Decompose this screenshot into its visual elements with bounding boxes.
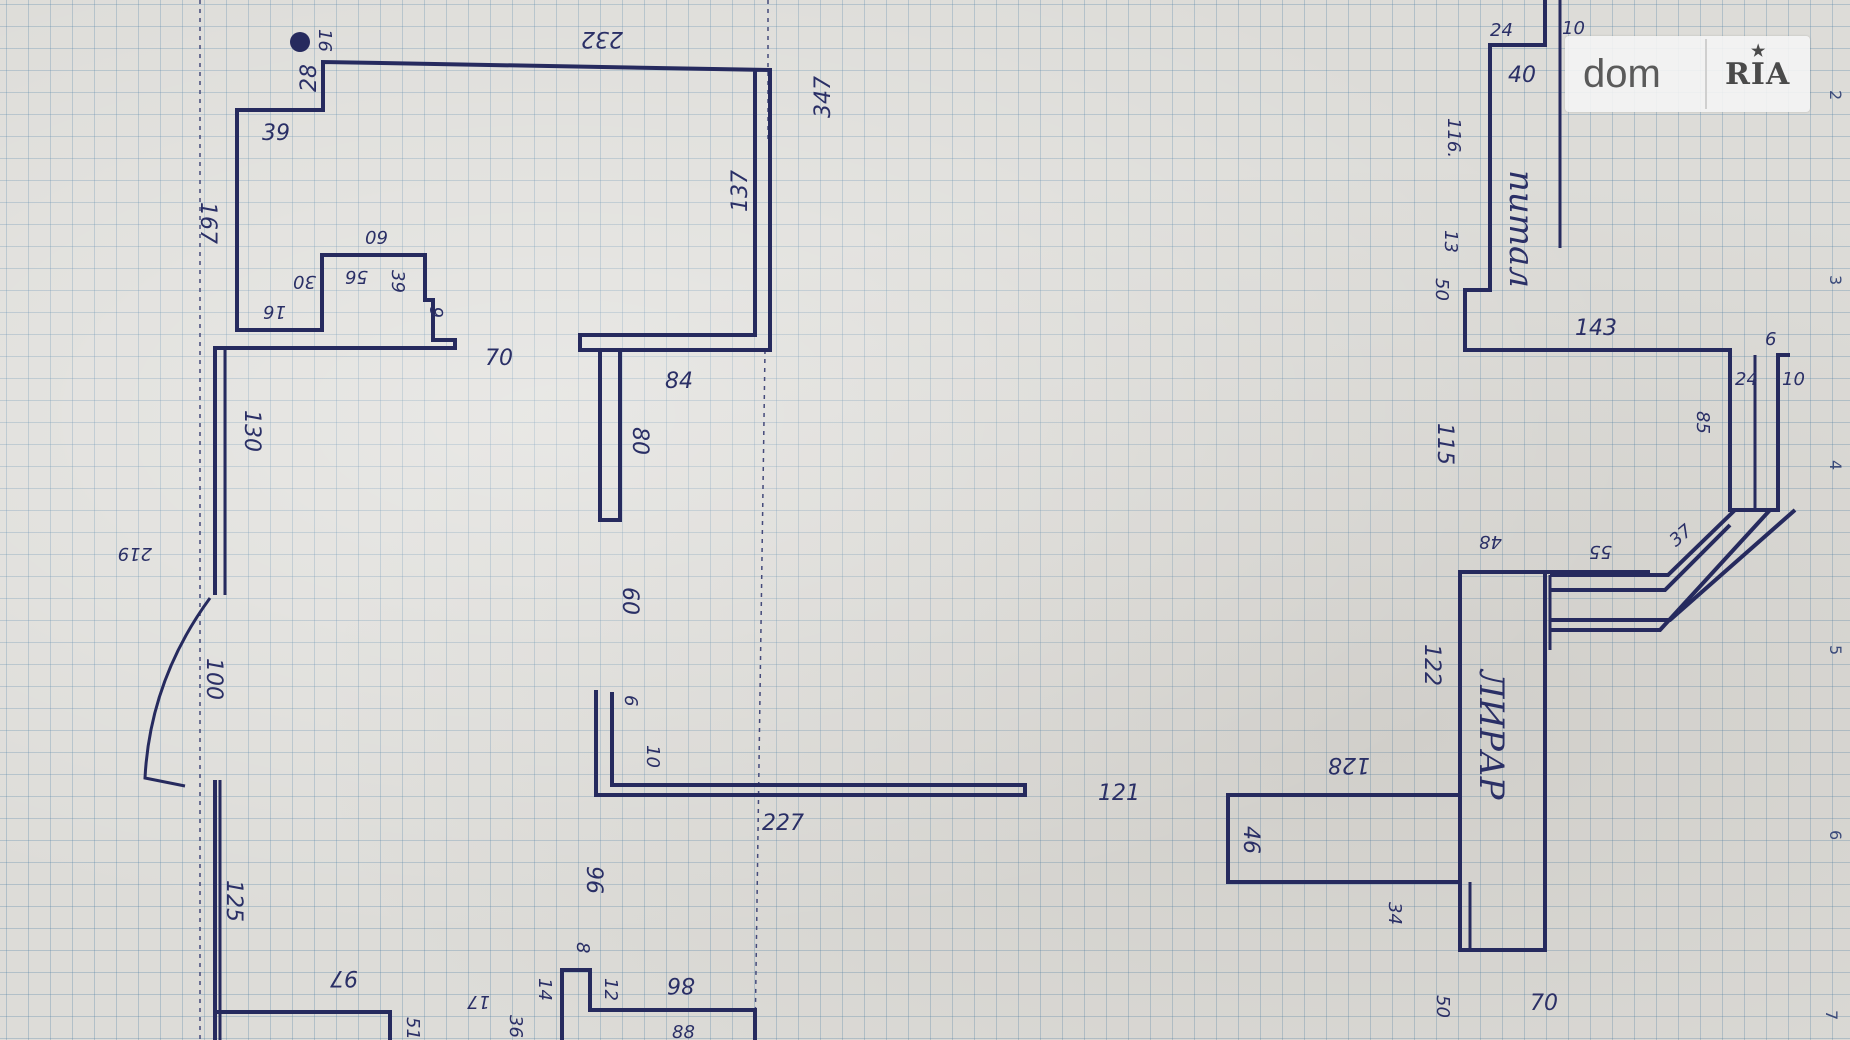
wall-bathroom <box>1463 0 1732 372</box>
wall-bottom-mid <box>560 968 757 1040</box>
dim-50b: 50 <box>1432 995 1453 1018</box>
room-label-kitchen: ЛИРАР <box>1471 668 1511 801</box>
dim-60b: 60 <box>617 587 642 615</box>
dim-46: 46 <box>1238 826 1263 854</box>
dim-70b: 70 <box>1530 991 1558 1016</box>
dim-96: 96 <box>581 866 606 894</box>
dim-40: 40 <box>1508 63 1536 88</box>
dim-84: 84 <box>665 369 693 394</box>
dim-50: 50 <box>1431 278 1452 301</box>
dim-10b: 10 <box>1562 18 1585 39</box>
dim-16: 16 <box>314 29 335 52</box>
watermark-ria-text: ★ RIA <box>1707 41 1791 92</box>
ruler-mark-5: 5 <box>1826 645 1845 655</box>
dim-37: 37 <box>1665 520 1696 551</box>
dim-85: 85 <box>1692 411 1713 434</box>
domria-watermark-logo: dom ★ RIA <box>1565 36 1810 112</box>
watermark-dom-text: dom <box>1583 51 1661 96</box>
dim-70: 70 <box>485 346 513 371</box>
wall-bottom-left <box>215 1010 392 1040</box>
dim-55: 55 <box>1589 541 1612 562</box>
dim-24: 24 <box>1490 20 1513 41</box>
watermark-divider <box>1705 39 1707 109</box>
ruler-mark-6: 6 <box>1826 830 1845 840</box>
room-label-bath: питал <box>1501 170 1541 288</box>
dim-8: 8 <box>572 942 593 953</box>
dim-116: 116. <box>1443 118 1464 158</box>
dim-143: 143 <box>1575 316 1617 341</box>
guide-line-mid <box>754 349 766 1040</box>
dim-30: 30 <box>293 271 316 292</box>
dim-80: 80 <box>627 427 652 455</box>
dim-48: 48 <box>1479 531 1502 552</box>
ruler-mark-4: 4 <box>1826 460 1845 470</box>
dim-36: 36 <box>505 1015 526 1038</box>
dim-28: 28 <box>297 64 322 92</box>
wall-partition-lower <box>594 690 1027 797</box>
wall-diag-inner <box>1550 508 1737 577</box>
dim-34: 34 <box>1384 902 1405 925</box>
dim-14: 14 <box>534 978 555 1001</box>
dim-16b: 16 <box>263 301 286 322</box>
dim-88: 88 <box>672 1022 695 1040</box>
dim-121: 121 <box>1098 781 1140 806</box>
dim-13: 13 <box>1440 230 1461 253</box>
dim-115: 115 <box>1432 423 1457 465</box>
dim-130: 130 <box>239 410 264 452</box>
ruler-mark-7: 7 <box>1822 1010 1841 1020</box>
dim-347: 347 <box>811 76 836 118</box>
dim-6c: 6 <box>1765 329 1776 350</box>
dim-56: 56 <box>345 266 368 287</box>
dim-51: 51 <box>402 1017 423 1040</box>
dim-219: 219 <box>118 543 152 564</box>
dim-10c: 10 <box>1782 369 1805 390</box>
star-icon: ★ <box>1751 40 1767 60</box>
dim-6b: 6 <box>620 695 641 706</box>
ruler-mark-3: 3 <box>1826 275 1845 285</box>
wall-kitchen <box>1458 570 1650 952</box>
dim-10: 10 <box>642 745 663 768</box>
dim-227: 227 <box>762 811 804 836</box>
dim-125: 125 <box>221 880 246 922</box>
wall-partition-upper <box>598 350 622 522</box>
wall-top-room <box>321 59 772 352</box>
dim-17: 17 <box>467 991 490 1012</box>
dim-6: 6 <box>427 307 448 318</box>
dim-24b: 24 <box>1735 369 1758 390</box>
pipe-marker <box>290 32 310 52</box>
dim-100: 100 <box>201 658 226 700</box>
dim-128: 128 <box>1328 752 1370 777</box>
watermark-ria-label: RIA <box>1725 56 1791 92</box>
dim-60: 60 <box>365 226 388 247</box>
dim-39b: 39 <box>387 270 408 293</box>
wall-left-room <box>213 62 457 595</box>
dim-122: 122 <box>1419 644 1444 686</box>
dim-39: 39 <box>262 121 290 146</box>
dim-86: 86 <box>667 972 695 997</box>
wall-diag-mid <box>1550 508 1772 632</box>
wall-kitchen-niche <box>1226 793 1460 884</box>
dim-167: 167 <box>195 202 220 244</box>
ruler-mark-2: 2 <box>1826 90 1845 100</box>
dim-97: 97 <box>330 965 358 990</box>
wall-diag-inner2 <box>1550 523 1732 592</box>
dim-137: 137 <box>728 170 753 212</box>
dim-12: 12 <box>600 978 621 1001</box>
door-swing-arc <box>143 597 212 788</box>
wall-riser <box>1728 353 1790 512</box>
dim-232: 232 <box>581 26 623 51</box>
